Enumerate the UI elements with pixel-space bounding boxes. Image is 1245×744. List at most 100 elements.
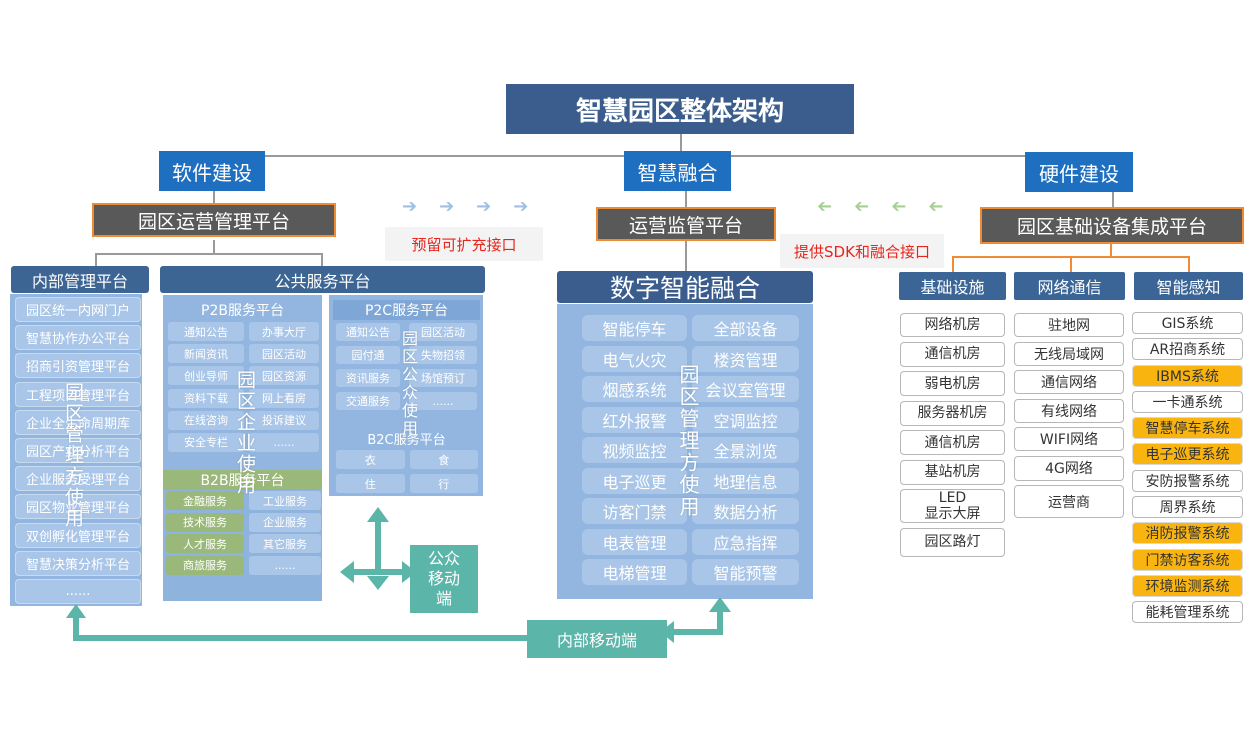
hw-sensing-item: 消防报警系统 xyxy=(1132,522,1243,545)
public-public-label: 园区公众使用 xyxy=(399,330,418,438)
infra-branch-c xyxy=(1188,256,1190,272)
hw-infra-item: 园区路灯 xyxy=(900,527,1005,557)
b2b-right-list: 工业服务企业服务其它服务...... xyxy=(249,491,321,577)
fusion-item: 地理信息 xyxy=(692,467,799,494)
hw-infra-item: 基站机房 xyxy=(900,459,1005,485)
fusion-item: 视频监控 xyxy=(582,437,687,463)
hw-network-item: 4G网络 xyxy=(1014,455,1124,481)
fusion-item: 电梯管理 xyxy=(582,559,687,585)
arrow-down-icon xyxy=(367,576,389,590)
b2b-item: 企业服务 xyxy=(249,512,321,532)
hw-network-header: 网络通信 xyxy=(1014,272,1125,300)
b2c-item: 住 xyxy=(336,474,405,493)
b2c-item: 食 xyxy=(409,450,478,469)
p2c-item: 通知公告 xyxy=(336,323,400,341)
hw-sensing-item: AR招商系统 xyxy=(1132,338,1243,361)
b2b-item: 人才服务 xyxy=(166,534,244,553)
internal-item: 园区产业分析平台 xyxy=(15,437,141,463)
fusion-item: 烟感系统 xyxy=(582,376,687,402)
hw-sensing-item: GIS系统 xyxy=(1132,312,1243,334)
internal-item: 招商引资管理平台 xyxy=(15,353,141,379)
p2b-item: 园区活动 xyxy=(249,344,319,364)
p2c-item: 园区活动 xyxy=(409,323,477,341)
fusion-item: 空调监控 xyxy=(692,406,799,433)
hw-infra-item: 通信机房 xyxy=(900,430,1005,455)
infra-branch-a xyxy=(952,256,954,272)
b2b-item: 其它服务 xyxy=(249,534,321,553)
p2b-item: 投诉建议 xyxy=(249,410,319,430)
hw-sensing-item: 周界系统 xyxy=(1132,496,1243,519)
b2b-item: 工业服务 xyxy=(249,491,321,510)
fusion-item: 智能预警 xyxy=(692,559,799,585)
hw-network-item: 无线局域网 xyxy=(1014,341,1124,366)
hw-sensing-item: 一卡通系统 xyxy=(1132,390,1243,413)
arrows-right-icon: ➔➔➔➔ xyxy=(402,196,551,217)
ops-branch-right xyxy=(321,253,323,267)
b2c-item: 行 xyxy=(409,474,478,493)
public-header: 公共服务平台 xyxy=(160,266,485,293)
note-reserve: 预留可扩充接口 xyxy=(385,227,543,261)
p2b-item: ...... xyxy=(249,432,319,452)
p2b-item: 通知公告 xyxy=(168,322,244,341)
public-enterprise-label: 园区企业使用 xyxy=(234,370,256,496)
p2c-item: 失物招领 xyxy=(409,346,477,364)
internal-item: 企业全生命周期库 xyxy=(15,409,141,435)
fusion-item: 应急指挥 xyxy=(692,528,799,555)
p2c-left-list: 通知公告园付通资讯服务交通服务 xyxy=(336,323,400,415)
p2b-item: 新闻资讯 xyxy=(168,344,244,364)
internal-item: 工程项目管理平台 xyxy=(15,381,141,407)
p2c-header: P2C服务平台 xyxy=(333,300,480,320)
internal-vertical-label: 园区管理方使用 xyxy=(62,382,84,529)
fusion-vertical-label: 园区管理方使用 xyxy=(676,364,700,518)
p2c-item: 场馆预订 xyxy=(409,369,477,387)
arrow-up-icon xyxy=(66,604,86,618)
internal-header: 内部管理平台 xyxy=(11,266,149,293)
category-fusion: 智慧融合 xyxy=(624,151,731,191)
hw-sensing-item: 安防报警系统 xyxy=(1132,469,1243,492)
arrow-left-icon xyxy=(340,561,354,583)
internal-mobile-box: 内部移动端 xyxy=(527,620,667,658)
fusion-item: 数据分析 xyxy=(692,498,799,524)
internal-item: 智慧决策分析平台 xyxy=(15,550,141,576)
fusion-item: 电气火灾 xyxy=(582,345,687,372)
p2b-item: 安全专栏 xyxy=(168,432,244,452)
p2b-left-list: 通知公告新闻资讯创业导师资料下载在线咨询安全专栏 xyxy=(168,322,244,455)
b2b-item: ...... xyxy=(249,555,321,575)
fusion-item: 电表管理 xyxy=(582,528,687,555)
p2c-item: 资讯服务 xyxy=(336,369,400,387)
p2b-right-list: 办事大厅园区活动园区资源网上看房投诉建议...... xyxy=(249,322,319,455)
fusion-item: 楼资管理 xyxy=(692,345,799,372)
hw-infra-item: 弱电机房 xyxy=(900,371,1005,396)
b2b-item: 商旅服务 xyxy=(166,555,244,575)
hw-infra-header: 基础设施 xyxy=(899,272,1006,300)
hw-sensing-item: 智慧停车系统 xyxy=(1132,417,1243,440)
ops-branch xyxy=(95,253,322,255)
p2b-item: 园区资源 xyxy=(249,366,319,386)
ops-connector xyxy=(213,240,215,254)
title-connector xyxy=(680,134,682,156)
public-mobile-box: 公众 移动 端 xyxy=(410,545,478,613)
fusion-item: 全景浏览 xyxy=(692,437,799,463)
hw-sensing-item: 门禁访客系统 xyxy=(1132,548,1243,571)
p2c-item: ...... xyxy=(409,392,477,410)
note-sdk: 提供SDK和融合接口 xyxy=(780,234,944,268)
hw-sensing-item: 能耗管理系统 xyxy=(1132,601,1243,624)
fusion-item: 会议室管理 xyxy=(692,376,799,402)
hw-network-item: 通信网络 xyxy=(1014,370,1124,394)
public-mobile-label: 公众 移动 端 xyxy=(427,549,460,608)
monitor-connector xyxy=(685,241,687,271)
b2b-item: 技术服务 xyxy=(166,512,244,532)
p2c-right-list: 园区活动失物招领场馆预订...... xyxy=(409,323,477,415)
platform-infra: 园区基础设备集成平台 xyxy=(980,207,1244,244)
hw-infra-item: 网络机房 xyxy=(900,313,1005,337)
fusion-right-list: 全部设备楼资管理会议室管理空调监控全景浏览地理信息数据分析应急指挥智能预警 xyxy=(692,315,799,590)
arrow-left-icon xyxy=(660,621,674,643)
internal-item: 园区统一内网门户 xyxy=(15,297,141,322)
hw-sensing-header: 智能感知 xyxy=(1134,272,1243,300)
hw-network-item: WIFI网络 xyxy=(1014,427,1124,451)
fusion-connector xyxy=(685,190,687,207)
internal-item: 智慧协作办公平台 xyxy=(15,325,141,351)
hw-infra-item: 通信机房 xyxy=(900,341,1005,367)
internal-item: 企业服务受理平台 xyxy=(15,466,141,492)
fusion-left-list: 智能停车电气火灾烟感系统红外报警视频监控电子巡更访客门禁电表管理电梯管理 xyxy=(582,315,687,590)
